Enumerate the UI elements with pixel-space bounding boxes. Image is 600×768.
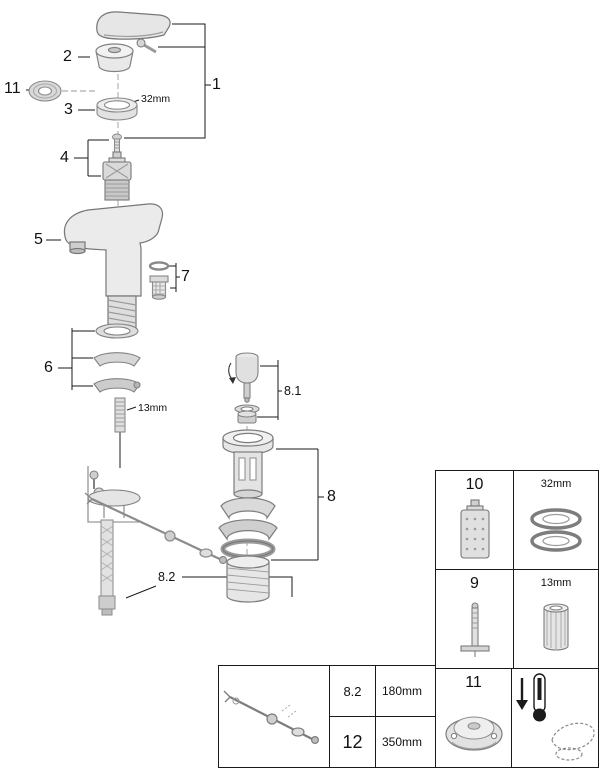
lift-rod-assembly-icon (219, 666, 330, 767)
dimension-13mm: 13mm (138, 402, 168, 414)
mounting-tool-icon (436, 593, 513, 668)
faucet-body (63, 203, 164, 329)
handle-screw-icon (136, 38, 157, 54)
part-label-8: 8 (327, 488, 336, 505)
ring-nut-32mm (96, 97, 138, 121)
detail-label-32mm: 32mm (540, 478, 572, 490)
spare-parts-row-11: 11 (436, 669, 598, 767)
escutcheon-icon (436, 692, 511, 767)
part-label-5: 5 (34, 231, 43, 248)
leader-lines (26, 23, 324, 599)
seal-rings-icon (514, 490, 598, 569)
rod-length-350mm: 350mm (382, 735, 423, 749)
cartridge-icon (436, 494, 513, 569)
cell-detail-thermo (512, 669, 598, 767)
part-number-9: 9 (470, 575, 479, 592)
part-label-8-2: 8.2 (158, 570, 176, 584)
part-label-11: 11 (4, 80, 21, 97)
popup-stopper (228, 352, 260, 424)
thermometer-warning-icon (512, 669, 598, 767)
cell-detail-13mm: 13mm (514, 570, 598, 668)
dome-cap (95, 43, 134, 73)
rod-length-180mm: 180mm (382, 684, 423, 698)
lift-rod (84, 492, 228, 565)
cell-part-10: 10 (436, 471, 514, 569)
drain-assembly (218, 429, 278, 603)
part-label-7: 7 (181, 268, 190, 285)
cell-part-11: 11 (436, 669, 512, 767)
rod-length-row-8-2: 8.2 180mm (330, 666, 435, 717)
aerator-parts (148, 261, 170, 300)
lever-handle (96, 11, 171, 40)
spare-parts-table: 10 (435, 470, 599, 768)
part-label-6: 6 (44, 359, 53, 376)
threaded-stud (114, 397, 126, 468)
centerlines (62, 74, 248, 556)
detail-label-13mm: 13mm (540, 577, 572, 589)
part-number-11: 11 (465, 674, 482, 691)
base-assembly (87, 466, 141, 523)
mounting-hardware (93, 323, 141, 393)
part-label-8-1: 8.1 (284, 384, 302, 398)
part-label-4: 4 (60, 149, 69, 166)
cell-detail-32mm: 32mm (514, 471, 598, 569)
cell-part-9: 9 (436, 570, 514, 668)
rod-number-12: 12 (330, 717, 376, 767)
part-label-2: 2 (63, 48, 72, 65)
socket-13mm-icon (514, 589, 598, 668)
spare-parts-row-10: 10 (436, 471, 598, 570)
part-label-1: 1 (212, 76, 221, 93)
cartridge-screw-icon (112, 133, 122, 153)
part-label-3: 3 (64, 101, 73, 118)
part-number-10: 10 (465, 476, 484, 493)
rod-length-grid: 8.2 180mm 12 350mm (330, 666, 435, 767)
rod-length-table: 8.2 180mm 12 350mm (218, 665, 436, 768)
rod-number-8-2: 8.2 (330, 666, 376, 716)
supply-hose (98, 519, 116, 616)
dimension-32mm: 32mm (141, 93, 171, 105)
rod-length-row-12: 12 350mm (330, 717, 435, 767)
escutcheon-ring (28, 80, 62, 102)
spare-parts-row-9: 9 13mm (436, 570, 598, 669)
cartridge (102, 151, 132, 201)
